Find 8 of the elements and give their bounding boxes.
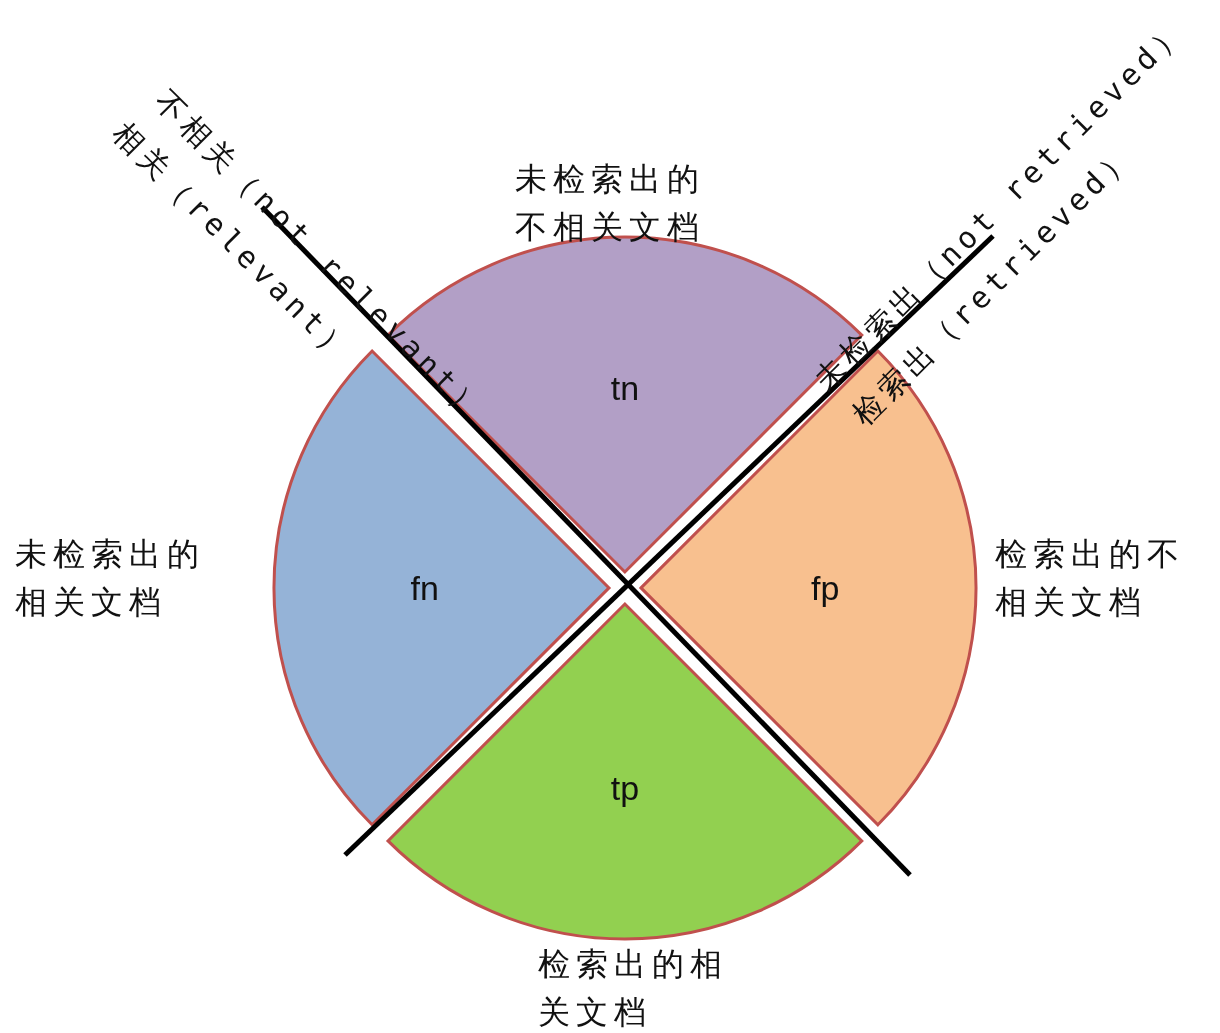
wedge-label: fn	[410, 568, 439, 608]
wedge-label: tn	[610, 368, 640, 408]
wedge-label: fp	[811, 568, 840, 608]
quadrant-description: 未检索出的相关文档	[15, 534, 206, 623]
quadrant-description: 检索出的相关文档	[538, 944, 729, 1033]
quadrant-description: 检索出的不相关文档	[995, 534, 1186, 623]
wedge-label: tp	[610, 768, 640, 808]
quadrant-description: 未检索出的不相关文档	[515, 159, 706, 248]
